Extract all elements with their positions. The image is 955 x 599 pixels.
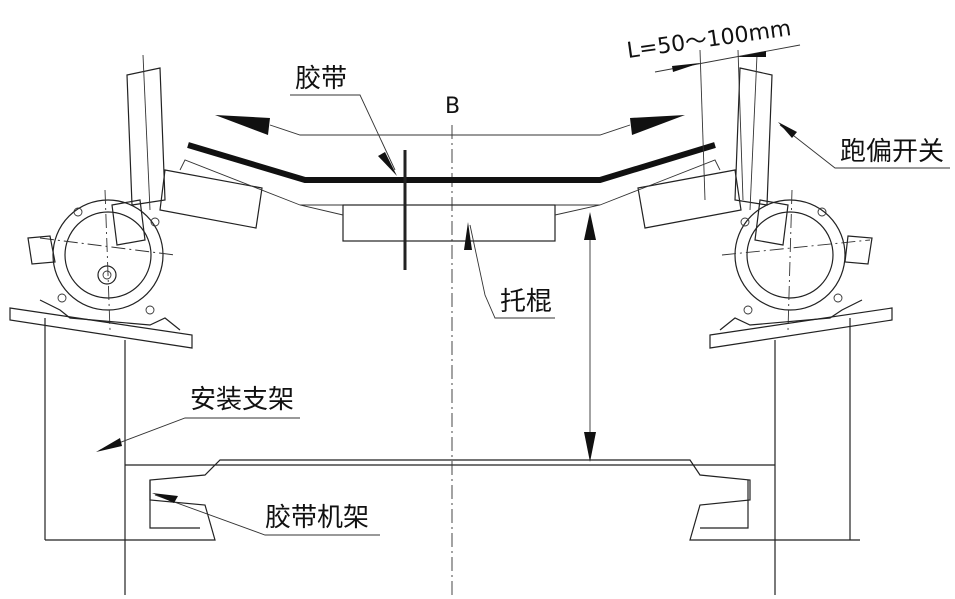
height-dimension xyxy=(560,204,600,462)
section-mark-label: B xyxy=(445,94,460,119)
length-dimension xyxy=(654,44,801,201)
mounting-bracket xyxy=(44,318,851,595)
belt-label: 胶带 xyxy=(295,64,347,94)
belt-frame xyxy=(45,459,860,541)
right-deviation-switch xyxy=(709,54,893,349)
mounting-bracket-label: 安装支架 xyxy=(190,385,294,415)
length-note-label: L=50～100mm xyxy=(625,16,792,64)
idler-label: 托棍 xyxy=(500,287,552,317)
leader-lines xyxy=(96,94,950,536)
deviation-switch-label: 跑偏开关 xyxy=(840,137,944,167)
belt-frame-label: 胶带机架 xyxy=(265,503,369,533)
belt-motion-arrows xyxy=(215,115,685,136)
idler-rollers xyxy=(159,159,742,242)
belt xyxy=(187,142,716,183)
left-deviation-switch xyxy=(9,54,193,349)
